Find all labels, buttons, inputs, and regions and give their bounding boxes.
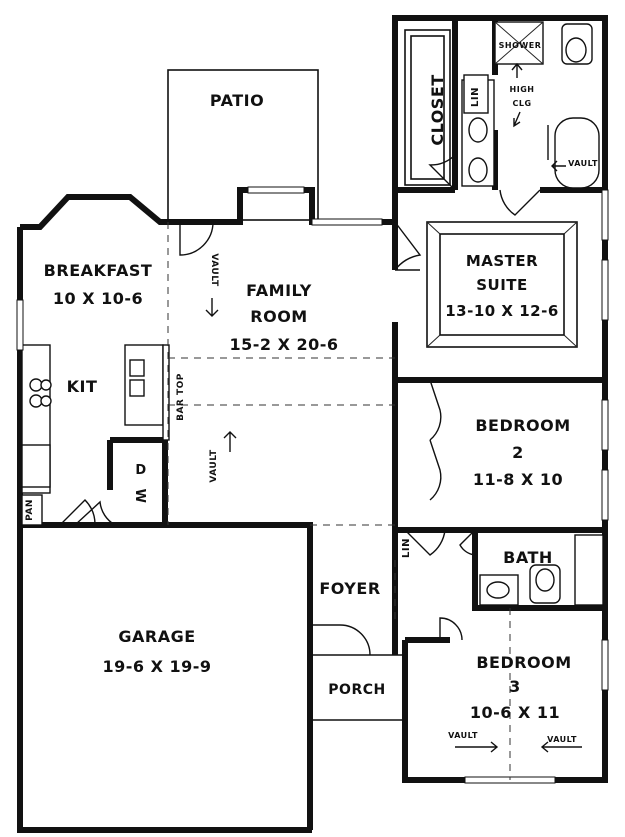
washer-label: W (132, 489, 147, 504)
bedroom2-number: 2 (512, 443, 524, 462)
linen-master-label: LIN (470, 87, 481, 107)
kitchen-fixtures (21, 344, 170, 526)
vault-arrows (205, 62, 582, 753)
bedroom3-label: BEDROOM (476, 653, 571, 672)
bedroom3-size: 10-6 X 11 (470, 703, 560, 722)
bedroom3-number: 3 (509, 677, 521, 696)
family-room-label-1: FAMILY (246, 281, 312, 300)
porch-label: PORCH (328, 682, 385, 698)
closet-shelving (404, 29, 451, 186)
foyer-label: FOYER (319, 579, 380, 598)
master-bath-fixtures (461, 21, 600, 189)
patio-label: PATIO (210, 91, 264, 110)
master-tray-ceiling (426, 221, 578, 348)
vault-bed3-left-label: VAULT (448, 731, 478, 740)
dryer-label: D (135, 463, 146, 478)
vault-family-bottom-label: VAULT (209, 449, 219, 483)
closet-label: CLOSET (428, 74, 447, 145)
door-swings (59, 125, 549, 656)
vault-master-bath-label: VAULT (568, 159, 598, 168)
bath-label: BATH (503, 548, 553, 567)
master-suite-size: 13-10 X 12-6 (445, 302, 559, 320)
family-room-size: 15-2 X 20-6 (229, 335, 338, 354)
shower-label: SHOWER (499, 41, 542, 50)
dashed-lines (167, 222, 511, 780)
arrow-down-icon (513, 111, 521, 128)
breakfast-label: BREAKFAST (44, 261, 153, 280)
bedroom2-size: 11-8 X 10 (473, 470, 563, 489)
garage-size: 19-6 X 19-9 (102, 657, 211, 676)
high-ceiling-label-2: CLG (512, 99, 531, 108)
breakfast-size: 10 X 10-6 (53, 289, 143, 308)
arrow-right-icon (455, 741, 499, 753)
master-suite-label-2: SUITE (476, 276, 528, 294)
master-suite-label-1: MASTER (466, 252, 538, 270)
arrow-left-icon (540, 741, 582, 753)
pantry-label: PAN (25, 499, 35, 521)
vault-bed3-right-label: VAULT (547, 735, 577, 744)
bedroom2-label: BEDROOM (475, 416, 570, 435)
arrow-down-icon (205, 298, 219, 317)
bath-fixtures (479, 534, 604, 606)
linen-hall-label: LIN (401, 538, 412, 558)
family-room-label-2: ROOM (250, 307, 307, 326)
garage-label: GARAGE (118, 627, 195, 646)
vault-family-top-label: VAULT (209, 253, 219, 287)
bar-top-label: BAR TOP (176, 373, 186, 421)
high-ceiling-label-1: HIGH (510, 85, 535, 94)
arrow-up-icon (223, 431, 237, 452)
arrow-up-icon (511, 62, 523, 78)
kitchen-label: KIT (67, 377, 98, 396)
arrow-left-icon (551, 160, 566, 172)
